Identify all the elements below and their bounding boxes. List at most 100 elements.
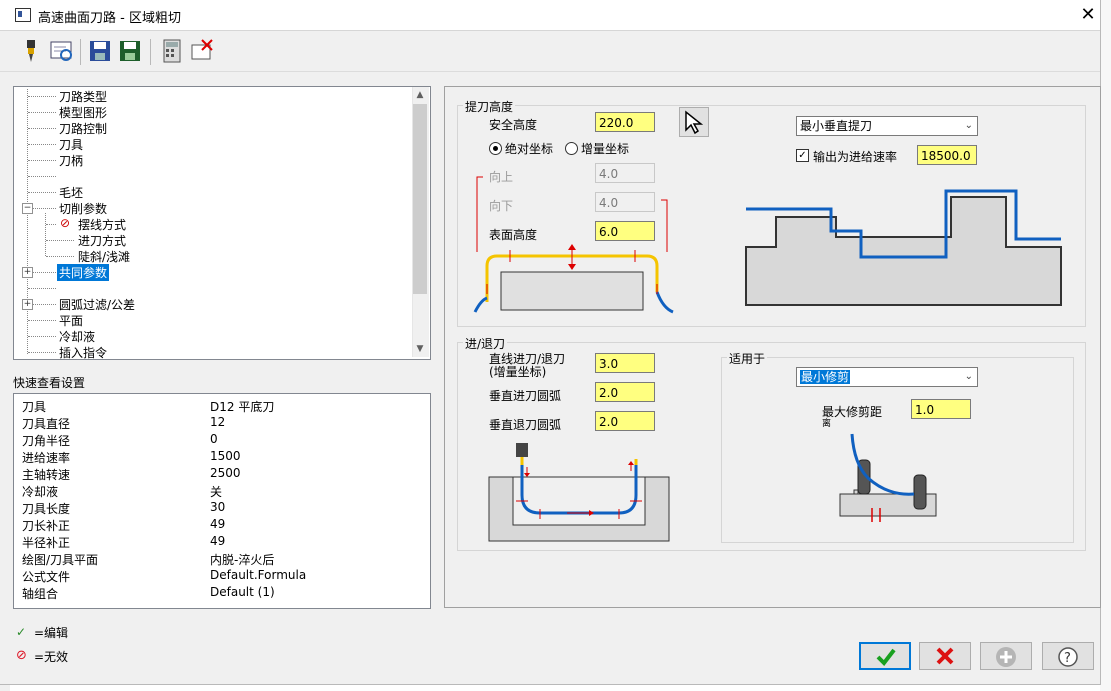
- retract-mode-value: 最小垂直提刀: [800, 119, 873, 133]
- scroll-down-icon[interactable]: ▼: [416, 344, 424, 354]
- tool-pen-icon[interactable]: [18, 37, 46, 65]
- window-title: 高速曲面刀路 - 区域粗切: [38, 11, 181, 26]
- output-feed-field[interactable]: 18500.0: [917, 145, 977, 165]
- window-icon: [15, 8, 31, 22]
- tree-guide: [28, 320, 56, 321]
- up-field[interactable]: 4.0: [595, 163, 655, 183]
- select-point-button[interactable]: [679, 107, 709, 137]
- max-trim-label: 最大修剪距: [822, 405, 883, 419]
- tree-item-coolant[interactable]: 冷却液: [59, 330, 96, 344]
- apply-to-dropdown[interactable]: 最小修剪 ⌄: [796, 367, 978, 387]
- cancel-button[interactable]: [919, 642, 971, 670]
- vert-entry-arc-field[interactable]: 2.0: [595, 382, 655, 402]
- tree-guide: [28, 304, 56, 305]
- qv-key: 公式文件: [22, 570, 71, 584]
- line-entry-field[interactable]: 3.0: [595, 353, 655, 373]
- min-retract-profile-diagram: [745, 189, 1062, 306]
- tree-item-model-geometry[interactable]: 模型图形: [59, 106, 108, 120]
- retract-group-title: 提刀高度: [463, 98, 516, 115]
- vert-exit-arc-label: 垂直退刀圆弧: [489, 418, 562, 432]
- tree-guide: [28, 112, 56, 113]
- entry-group-title: 进/退刀: [463, 335, 508, 352]
- retract-mode-dropdown[interactable]: 最小垂直提刀 ⌄: [796, 116, 978, 136]
- legend-invalid-label: =无效: [34, 650, 69, 664]
- tree-item-arc-filter[interactable]: 圆弧过滤/公差: [59, 298, 136, 312]
- tree-guide: [45, 213, 46, 256]
- line-entry-label: 直线进刀/退刀: [489, 352, 566, 366]
- tree-item-misc[interactable]: 插入指令: [59, 346, 108, 360]
- tree-guide: [28, 352, 56, 353]
- qv-key: 主轴转速: [22, 468, 71, 482]
- toolbar-separator: [80, 39, 81, 65]
- output-feed-checkbox[interactable]: ✓: [796, 149, 809, 162]
- tree-item-toolpath-control[interactable]: 刀路控制: [59, 122, 108, 136]
- retract-height-diagram: [473, 176, 674, 314]
- vert-exit-arc-field[interactable]: 2.0: [595, 411, 655, 431]
- ok-button[interactable]: [859, 642, 911, 670]
- up-label: 向上: [489, 170, 514, 184]
- vert-entry-arc-label: 垂直进刀圆弧: [489, 389, 562, 403]
- ok-check-icon: [876, 648, 896, 667]
- qv-value: 30: [210, 500, 226, 514]
- safe-height-label: 安全高度: [489, 118, 538, 132]
- tree-item-stock[interactable]: 毛坯: [59, 186, 84, 200]
- tree-guide: [27, 89, 28, 354]
- invalid-icon: ⊘: [60, 216, 71, 230]
- tree-item-holder[interactable]: 刀柄: [59, 154, 84, 168]
- retract-group: [457, 105, 1086, 327]
- tree-expand-icon[interactable]: +: [22, 299, 33, 310]
- max-trim-field[interactable]: 1.0: [911, 399, 971, 419]
- qv-key: 刀具直径: [22, 417, 71, 431]
- preview-icon[interactable]: [48, 37, 76, 65]
- tree-guide: [46, 256, 74, 257]
- qv-value: 49: [210, 517, 226, 531]
- close-button[interactable]: ✕: [1080, 4, 1096, 25]
- trim-diagram: [839, 433, 937, 522]
- down-field[interactable]: 4.0: [595, 192, 655, 212]
- toolbar-separator: [150, 39, 151, 65]
- qv-value: 0: [210, 432, 218, 446]
- qv-value: Default (1): [210, 585, 275, 599]
- absolute-radio[interactable]: [489, 142, 502, 155]
- background-app-right: [1100, 0, 1111, 691]
- surface-height-field[interactable]: 6.0: [595, 221, 655, 241]
- save-icon[interactable]: [86, 37, 114, 65]
- legend-edit-label: =编辑: [34, 626, 69, 640]
- tree-item-linking-params[interactable]: 共同参数: [57, 264, 110, 281]
- tree-guide: [28, 160, 56, 161]
- tree-item-entry[interactable]: 进刀方式: [78, 234, 127, 248]
- tree-item-toolpath-type[interactable]: 刀路类型: [59, 90, 108, 104]
- tree-guide: [28, 208, 56, 209]
- delete-icon[interactable]: [188, 37, 216, 65]
- tree-item-steep-shallow[interactable]: 陡斜/浅滩: [78, 250, 131, 264]
- incremental-radio[interactable]: [565, 142, 578, 155]
- apply-group-title: 适用于: [727, 350, 768, 367]
- cursor-arrow-icon: [685, 110, 704, 135]
- tree-expand-icon[interactable]: +: [22, 267, 33, 278]
- qv-value: Default.Formula: [210, 568, 307, 582]
- scroll-up-icon[interactable]: ▲: [416, 90, 424, 100]
- tree-item-tool[interactable]: 刀具: [59, 138, 84, 152]
- chevron-down-icon: ⌄: [964, 371, 973, 382]
- tree-guide: [28, 144, 56, 145]
- tree-item-cut-params[interactable]: 切削参数: [59, 202, 108, 216]
- add-button[interactable]: [980, 642, 1032, 670]
- save-as-icon[interactable]: [116, 37, 144, 65]
- entry-exit-diagram: [488, 443, 670, 542]
- tree-guide: [46, 224, 56, 225]
- safe-height-field[interactable]: 220.0: [595, 112, 655, 132]
- tree-item-trochoidal[interactable]: 摆线方式: [78, 218, 127, 232]
- line-entry-label-2: (增量坐标): [489, 365, 547, 379]
- invalid-icon: ⊘: [16, 648, 27, 663]
- qv-value: 49: [210, 534, 226, 548]
- tree-item-planes[interactable]: 平面: [59, 314, 84, 328]
- qv-value: 1500: [210, 449, 241, 463]
- help-button[interactable]: ?: [1042, 642, 1094, 670]
- tree-collapse-icon[interactable]: −: [22, 203, 33, 214]
- calculator-icon[interactable]: [158, 37, 186, 65]
- quick-view-title: 快速查看设置: [13, 376, 86, 390]
- qv-key: 刀具: [22, 400, 47, 414]
- tree-scrollbar-thumb[interactable]: [413, 104, 427, 294]
- svg-text:?: ?: [1064, 651, 1071, 666]
